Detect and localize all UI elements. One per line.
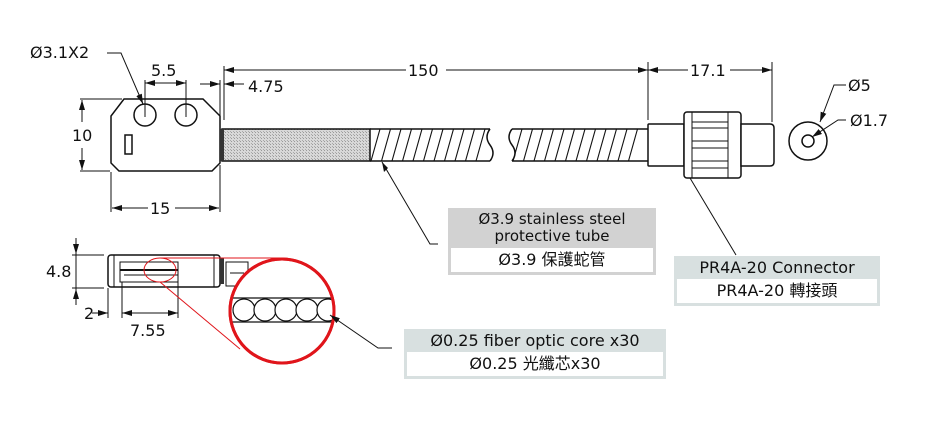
tube-hatch	[412, 128, 423, 162]
tube-label-en: Ø3.9 stainless steel protective tube	[448, 208, 656, 248]
tube-label-zh: Ø3.9 保護蛇管	[448, 248, 656, 275]
tube-hatch	[585, 128, 597, 162]
tube-hatch	[391, 128, 402, 162]
fiber-label: Ø0.25 fiber optic core x30 Ø0.25 光纖芯x30	[404, 329, 666, 379]
connector-label: PR4A-20 Connector PR4A-20 轉接頭	[674, 256, 880, 306]
dim-cable-length: 150	[408, 61, 439, 80]
spiral-tube-right	[508, 128, 648, 162]
dim-side-offset: 2	[84, 304, 94, 323]
tube-hatch	[464, 128, 476, 162]
tube-hatch	[606, 128, 618, 162]
dim-hole-spacing: 5.5	[151, 61, 176, 80]
tube-hatch	[443, 128, 455, 162]
tube-hatch	[422, 128, 434, 162]
dim-head-width: 15	[150, 199, 170, 218]
tube-hatch	[575, 128, 586, 162]
tube-hatch	[564, 128, 576, 162]
tube-hatch	[401, 128, 413, 162]
tube-hatch	[617, 128, 628, 162]
tube-hatch	[512, 128, 523, 162]
fiber-label-zh: Ø0.25 光纖芯x30	[404, 352, 666, 379]
dim-offset: 4.75	[248, 77, 284, 96]
tube-hatch	[380, 128, 392, 162]
fiber-label-en: Ø0.25 fiber optic core x30	[404, 329, 666, 352]
dim-side-length: 7.55	[130, 321, 166, 340]
tube-hatch	[454, 128, 465, 162]
tube-hatch	[627, 128, 639, 162]
connector-body	[647, 123, 685, 167]
tube-hatch	[370, 128, 381, 162]
slot-mark	[124, 134, 133, 155]
connector-tip	[740, 123, 775, 167]
tube-hatch	[522, 128, 534, 162]
tube-hatch	[596, 128, 607, 162]
dim-connector-length: 17.1	[690, 61, 726, 80]
tube-hatch	[554, 128, 565, 162]
tube-hatch	[543, 128, 555, 162]
end-view-inner	[801, 134, 815, 148]
dim-hole-callout: Ø3.1X2	[30, 43, 89, 62]
side-view	[107, 254, 249, 288]
tube-label: Ø3.9 stainless steel protective tube Ø3.…	[448, 208, 656, 275]
tube-hatch	[433, 128, 444, 162]
dim-head-height: 10	[72, 126, 92, 145]
dim-side-height: 4.8	[46, 262, 71, 281]
connector-label-en: PR4A-20 Connector	[674, 256, 880, 279]
connector-label-zh: PR4A-20 轉接頭	[674, 279, 880, 306]
tube-hatch	[533, 128, 544, 162]
dim-inner-diameter: Ø1.7	[850, 111, 888, 130]
tube-hatch	[475, 128, 486, 162]
dim-outer-diameter: Ø5	[848, 76, 871, 95]
knurled-sleeve	[221, 128, 371, 162]
